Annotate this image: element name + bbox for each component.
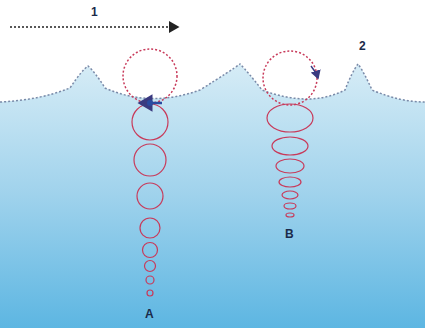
- water-particle: [147, 100, 153, 106]
- direction-number: 1: [91, 6, 98, 18]
- water: [0, 64, 425, 328]
- column-letter: A: [145, 308, 154, 320]
- callout-number: 2: [359, 40, 366, 52]
- direction-arrow: [10, 26, 178, 28]
- particle-arrow: [311, 66, 318, 78]
- wave-surface: [0, 64, 425, 102]
- orbit-column-a: [123, 49, 177, 296]
- orbit-column-b: [263, 51, 317, 217]
- column-letter: B: [285, 228, 294, 240]
